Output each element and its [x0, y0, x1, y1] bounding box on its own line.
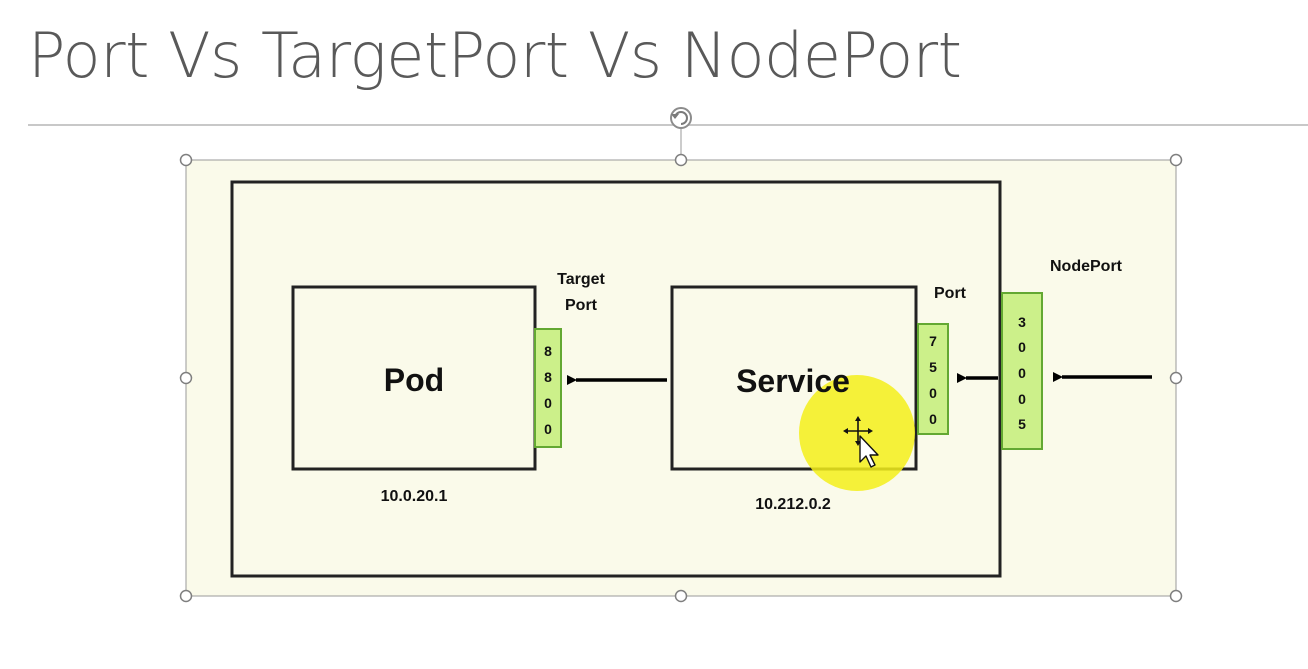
nodeport-digit: 3: [1018, 314, 1026, 330]
nodeport-box[interactable]: [1001, 292, 1043, 450]
port-digit: 0: [929, 385, 937, 401]
service-label: Service: [736, 363, 850, 399]
cluster-box: [230, 180, 1002, 578]
nodeport-digit: 5: [1018, 416, 1026, 432]
port-digit: 7: [929, 333, 937, 349]
nodeport-label: NodePort: [1050, 258, 1123, 275]
nodeport-digit: 0: [1018, 339, 1026, 355]
resize-handle-bottom-right[interactable]: [1169, 589, 1183, 603]
resize-handle-top-center[interactable]: [674, 153, 688, 167]
resize-handle-middle-right[interactable]: [1169, 371, 1183, 385]
target-port-box[interactable]: [534, 328, 562, 448]
resize-handle-bottom-left[interactable]: [179, 589, 193, 603]
target-port-digit: 8: [544, 343, 552, 359]
port-digit: 5: [929, 359, 937, 375]
pod-ip: 10.0.20.1: [381, 488, 448, 505]
resize-handle-top-right[interactable]: [1169, 153, 1183, 167]
nodeport-digit: 0: [1018, 365, 1026, 381]
target-port-digit: 0: [544, 421, 552, 437]
title-underline: [28, 124, 1308, 126]
cursor-highlight: [799, 375, 915, 491]
service-ip: 10.212.0.2: [755, 496, 831, 513]
pod-label: Pod: [384, 362, 444, 398]
rotate-icon[interactable]: [670, 107, 692, 129]
target-port-label-line2: Port: [565, 297, 598, 314]
service-box[interactable]: [670, 285, 918, 471]
port-digit: 0: [929, 411, 937, 427]
target-port-digit: 8: [544, 369, 552, 385]
port-box[interactable]: [917, 323, 949, 435]
arrow-cursor-icon: [859, 435, 879, 468]
nodeport-digit: 0: [1018, 391, 1026, 407]
slide-title[interactable]: Port Vs TargetPort Vs NodePort: [28, 19, 962, 92]
resize-handle-bottom-center[interactable]: [674, 589, 688, 603]
port-label: Port: [934, 285, 967, 302]
resize-handle-top-left[interactable]: [179, 153, 193, 167]
target-port-label-line1: Target: [557, 271, 605, 288]
target-port-digit: 0: [544, 395, 552, 411]
resize-handle-middle-left[interactable]: [179, 371, 193, 385]
